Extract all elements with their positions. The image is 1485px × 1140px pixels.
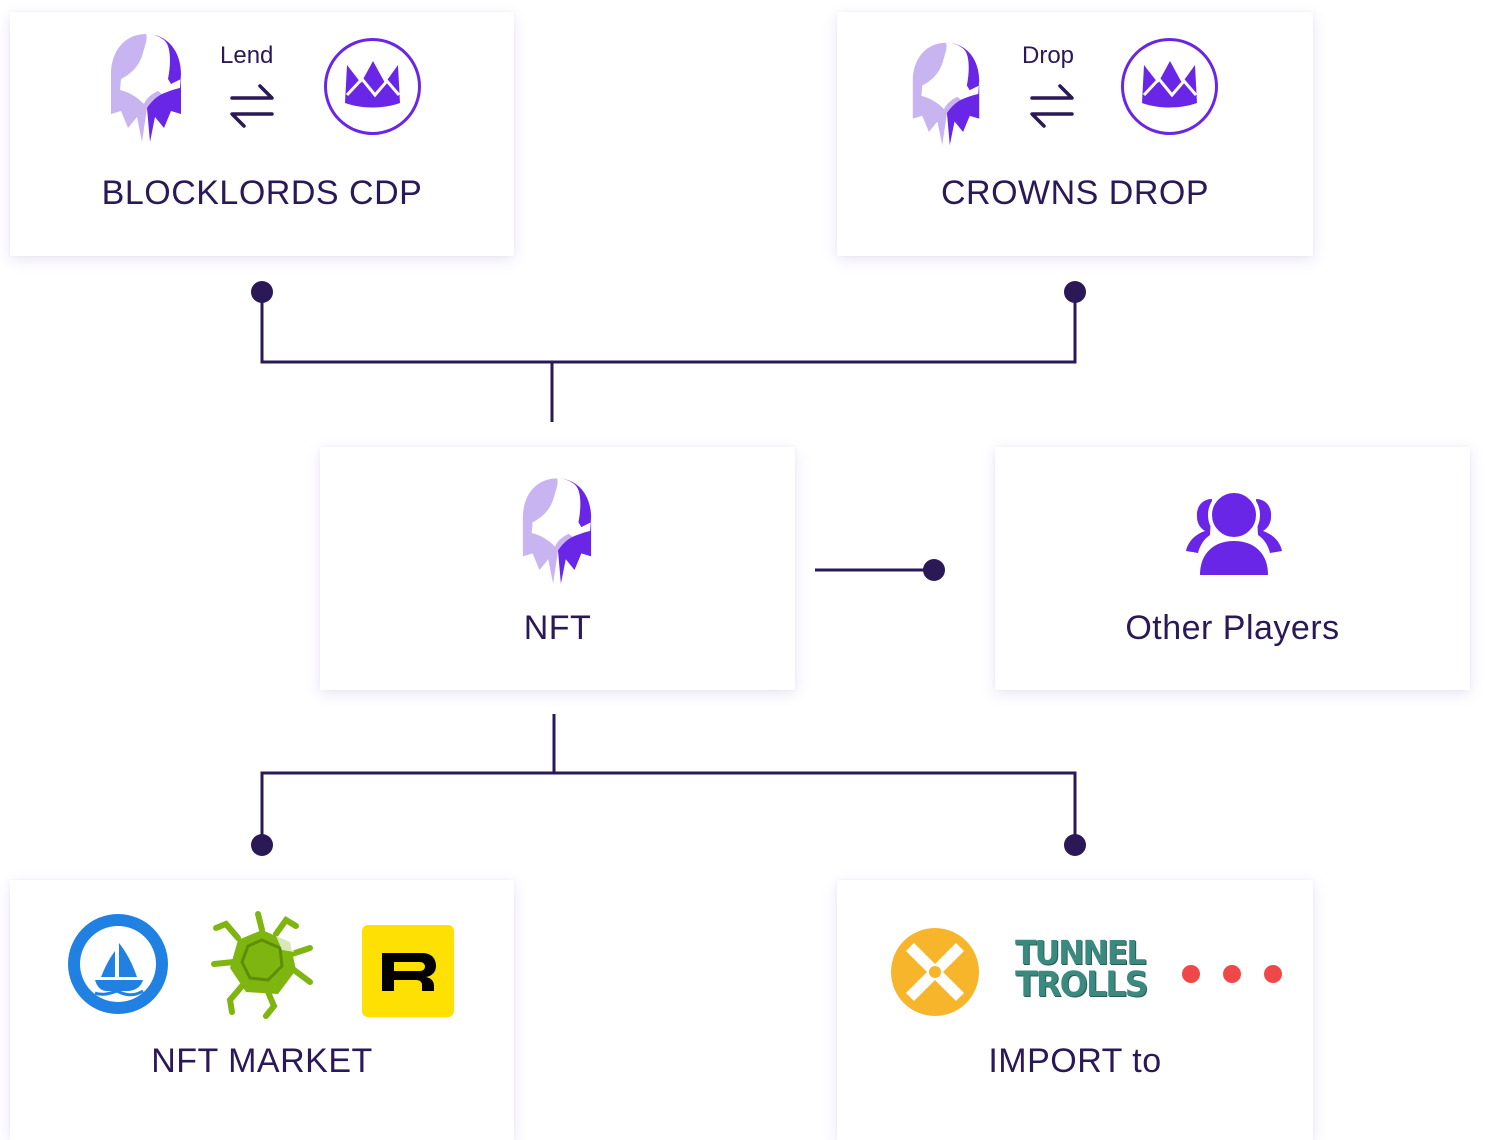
swap-arrows-icon (230, 84, 274, 128)
card-title: BLOCKLORDS CDP (101, 174, 423, 212)
players-icon (1186, 489, 1282, 576)
arrow-label: Drop (1022, 42, 1075, 69)
card-nft: NFT (320, 447, 795, 690)
card-title: CROWNS DROP (940, 174, 1210, 212)
connector-dot (1064, 281, 1086, 303)
connector-bottom (260, 771, 1077, 845)
more-dots-icon (1182, 965, 1282, 983)
card-crowns-drop: Drop CROWNS DROP (837, 12, 1313, 256)
helmet-icon (111, 34, 181, 142)
opensea-icon (68, 914, 168, 1014)
connector-dot (1064, 834, 1086, 856)
crown-coin-icon (324, 38, 421, 135)
x-logo-icon (891, 928, 979, 1016)
tunnel-trolls-logo: TUNNEL TROLLS (1012, 933, 1148, 1007)
helmet-icon (912, 42, 980, 146)
connector-cdp (260, 292, 1077, 364)
connector-dot (251, 281, 273, 303)
bug-icon (211, 911, 313, 1019)
card-import: TUNNEL TROLLS IMPORT to (837, 880, 1313, 1140)
connector-dot (923, 559, 945, 581)
logo-line: TROLLS (1015, 965, 1148, 1005)
card-title: Other Players (1125, 609, 1340, 647)
rarible-icon (362, 925, 454, 1017)
card-blocklords-cdp: Lend BLOCKLORDS CDP (10, 12, 514, 256)
card-title: IMPORT to (988, 1042, 1162, 1080)
card-nft-market: NFT MARKET (10, 880, 514, 1140)
card-title: NFT (523, 609, 592, 647)
arrow-label: Lend (220, 42, 274, 69)
connector-dot (251, 834, 273, 856)
crown-coin-icon (1121, 38, 1218, 135)
helmet-icon (522, 478, 592, 584)
card-other-players: Other Players (995, 447, 1470, 690)
card-title: NFT MARKET (151, 1042, 373, 1080)
swap-arrows-icon (1030, 84, 1074, 128)
logo-line: TUNNEL (1015, 933, 1146, 972)
